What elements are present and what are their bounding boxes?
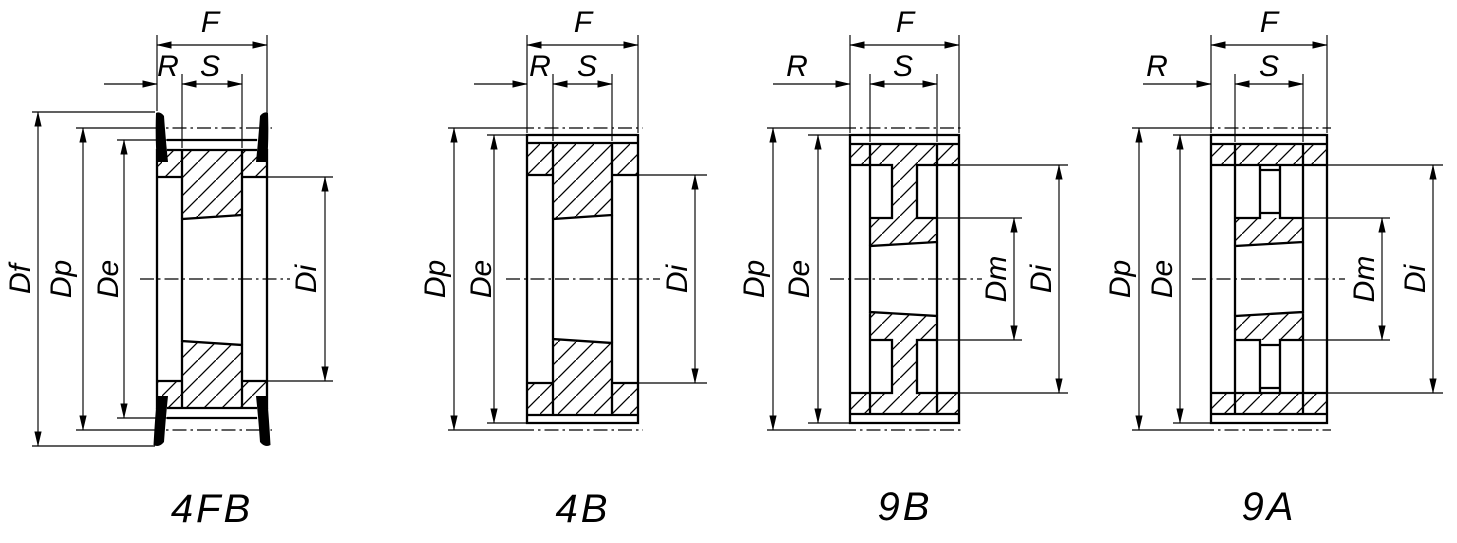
dim-label-f: F bbox=[896, 6, 916, 39]
dimensions-4fb: F R S Df Dp De Di bbox=[4, 6, 333, 447]
figure-caption: 9A bbox=[1242, 485, 1297, 529]
dim-label-di: Di bbox=[290, 264, 323, 294]
dim-label-de: De bbox=[465, 260, 498, 298]
hatch-areas bbox=[527, 143, 638, 415]
pulley-section-9b bbox=[830, 127, 982, 431]
dim-label-r: R bbox=[786, 50, 808, 83]
dim-label-dm: Dm bbox=[1348, 256, 1381, 303]
figure-9b: F R S Dp De Dm Di 9B bbox=[738, 6, 1068, 529]
dim-label-r: R bbox=[529, 50, 551, 83]
dim-label-di: Di bbox=[1025, 264, 1058, 294]
center-and-pitch-lines bbox=[506, 127, 660, 431]
dim-label-di: Di bbox=[1399, 264, 1432, 294]
figure-9a: R F S Dp De Dm Di 9A bbox=[1104, 6, 1443, 529]
dim-label-dp: Dp bbox=[1104, 260, 1137, 298]
figure-caption: 4FB bbox=[171, 487, 253, 531]
dim-label-df: Df bbox=[4, 261, 37, 294]
pulley-section-9a bbox=[1192, 127, 1345, 431]
pulley-section-4fb bbox=[140, 112, 290, 446]
dim-label-r: R bbox=[1146, 50, 1168, 83]
dim-label-dp: Dp bbox=[738, 260, 771, 298]
dim-label-di: Di bbox=[661, 264, 694, 294]
center-and-pitch-lines bbox=[1192, 127, 1345, 431]
figure-4fb: F R S Df Dp De Di 4FB bbox=[4, 6, 333, 531]
dim-label-dm: Dm bbox=[980, 256, 1013, 303]
dim-label-f: F bbox=[574, 6, 594, 39]
dim-label-f: F bbox=[201, 6, 221, 39]
flange-blades bbox=[153, 112, 271, 446]
dimensions-9b: F R S Dp De Dm Di bbox=[738, 6, 1068, 431]
dim-label-dp: Dp bbox=[45, 260, 78, 298]
dim-label-de: De bbox=[783, 260, 816, 298]
center-and-pitch-lines bbox=[140, 127, 290, 431]
figure-4b: F R S Dp De Di 4B bbox=[419, 6, 707, 531]
dim-label-de: De bbox=[92, 260, 125, 298]
dim-label-f: F bbox=[1260, 6, 1280, 39]
figure-caption: 4B bbox=[556, 487, 611, 531]
dim-label-s: S bbox=[893, 50, 913, 83]
dim-label-s: S bbox=[577, 50, 597, 83]
pulley-section-4b bbox=[506, 127, 660, 431]
dim-label-s: S bbox=[1259, 50, 1279, 83]
dim-label-de: De bbox=[1146, 260, 1179, 298]
figure-caption: 9B bbox=[878, 485, 933, 529]
dimensions-4b: F R S Dp De Di bbox=[419, 6, 707, 431]
extension-lines bbox=[32, 35, 333, 447]
dimensions-9a: R F S Dp De Dm Di bbox=[1104, 6, 1443, 431]
dim-label-dp: Dp bbox=[419, 260, 452, 298]
dim-label-s: S bbox=[200, 50, 220, 83]
dim-label-r: R bbox=[157, 50, 179, 83]
hatch-areas bbox=[850, 144, 959, 414]
center-and-pitch-lines bbox=[830, 127, 982, 431]
